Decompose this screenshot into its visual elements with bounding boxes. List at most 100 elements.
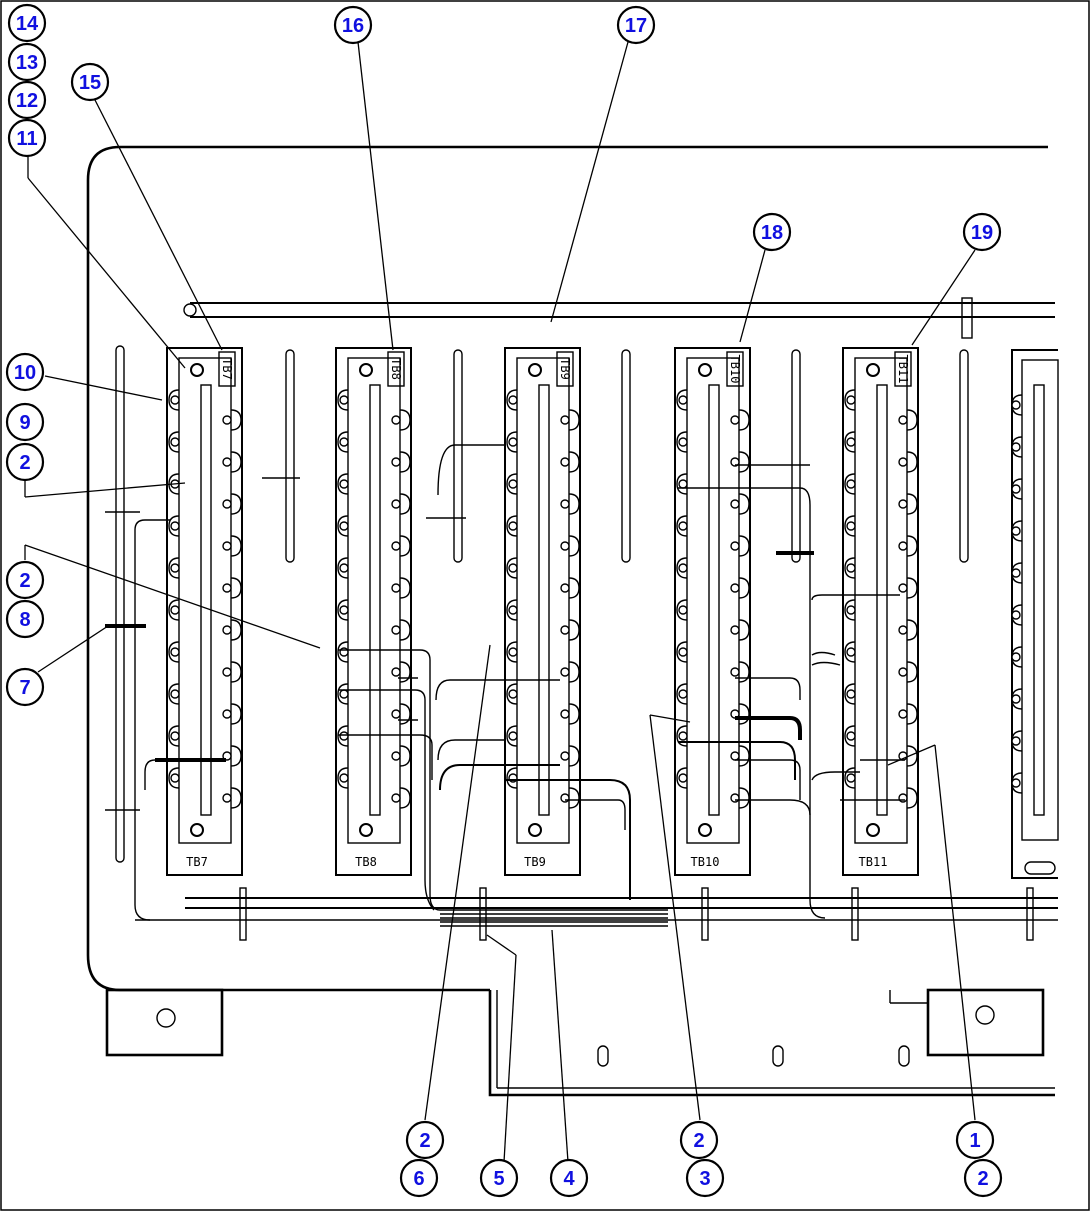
terminal-screw-icon — [678, 479, 688, 489]
callout-circle — [752, 212, 792, 252]
board-top-label: TB7 — [220, 358, 234, 380]
terminal-board-partial — [1011, 349, 1059, 879]
terminal-screw-icon — [339, 689, 349, 699]
callout-number: 14 — [16, 13, 39, 35]
terminal-lug — [738, 703, 750, 725]
terminal-screw-icon — [170, 773, 180, 783]
terminal-screw-icon — [730, 499, 740, 509]
mounting-screw-icon — [190, 823, 204, 837]
callout-2: 2 — [679, 1120, 719, 1160]
board-top-label: TB11 — [896, 355, 910, 384]
terminal-lug — [568, 787, 580, 809]
terminal-lug — [506, 557, 518, 579]
terminal-lug — [738, 619, 750, 641]
terminal-screw-icon — [508, 395, 518, 405]
terminal-lug — [230, 577, 242, 599]
callout-number: 2 — [19, 570, 30, 592]
terminal-screw-icon — [678, 773, 688, 783]
terminal-lug — [738, 493, 750, 515]
callout-15: 15 — [70, 62, 110, 102]
terminal-lug — [906, 493, 918, 515]
terminal-lug — [399, 745, 411, 767]
terminal-lug — [568, 577, 580, 599]
callout-number: 1 — [969, 1130, 980, 1152]
left-mounting-foot — [105, 988, 224, 1057]
terminal-lug — [676, 641, 688, 663]
terminal-screw-icon — [339, 563, 349, 573]
terminal-screw-icon — [508, 647, 518, 657]
terminal-lug — [337, 431, 349, 453]
board-top-label: TB10 — [728, 355, 742, 384]
mounting-screw-icon — [359, 823, 373, 837]
callout-circle — [5, 599, 45, 639]
terminal-screw-icon — [222, 625, 232, 635]
callout-6: 6 — [399, 1158, 439, 1198]
terminal-screw-icon — [1011, 568, 1021, 578]
terminal-screw-icon — [846, 437, 856, 447]
terminal-screw-icon — [222, 583, 232, 593]
cabinet-lower-rail — [488, 990, 1055, 1097]
callout-13: 13 — [7, 42, 47, 82]
callout-number: 18 — [761, 222, 783, 244]
callout-number: 6 — [413, 1168, 424, 1190]
board-bottom-label: TB7 — [186, 855, 208, 869]
terminal-screw-icon — [678, 563, 688, 573]
terminal-screw-icon — [898, 793, 908, 803]
callout-circle — [333, 5, 373, 45]
terminal-screw-icon — [170, 605, 180, 615]
callout-2: 2 — [5, 442, 45, 482]
terminal-lug — [568, 493, 580, 515]
callout-circle — [5, 402, 45, 442]
callout-number: 8 — [19, 609, 30, 631]
callout-circle — [5, 442, 45, 482]
callout-circle — [405, 1120, 445, 1160]
terminal-screw-icon — [339, 647, 349, 657]
callout-circle — [679, 1120, 719, 1160]
terminal-lug — [844, 641, 856, 663]
terminal-screw-icon — [1011, 400, 1021, 410]
terminal-screw-icon — [170, 647, 180, 657]
right-mounting-foot — [926, 988, 1045, 1057]
terminal-screw-icon — [391, 457, 401, 467]
terminal-lug — [230, 619, 242, 641]
terminal-screw-icon — [846, 521, 856, 531]
terminal-lug — [676, 599, 688, 621]
terminal-screw-icon — [391, 667, 401, 677]
terminal-screw-icon — [222, 709, 232, 719]
callout-number: 7 — [19, 677, 30, 699]
callout-number: 15 — [79, 72, 101, 94]
terminal-lug — [168, 389, 180, 411]
board-bottom-label: TB8 — [355, 855, 377, 869]
terminal-screw-icon — [730, 667, 740, 677]
terminal-lug — [399, 493, 411, 515]
terminal-screw-icon — [508, 731, 518, 741]
terminal-lug — [337, 599, 349, 621]
terminal-lug — [399, 451, 411, 473]
terminal-lug — [738, 577, 750, 599]
terminal-lug — [168, 515, 180, 537]
board-outline — [842, 347, 919, 876]
terminal-lug — [399, 703, 411, 725]
terminal-lug — [168, 599, 180, 621]
board-strip — [516, 357, 570, 844]
terminal-lug — [676, 767, 688, 789]
terminal-lug — [506, 515, 518, 537]
callout-number: 2 — [419, 1130, 430, 1152]
mounting-screw-icon — [528, 823, 542, 837]
terminal-screw-icon — [730, 793, 740, 803]
terminal-lug — [399, 577, 411, 599]
terminal-screw-icon — [846, 647, 856, 657]
terminal-screw-icon — [508, 605, 518, 615]
terminal-screw-icon — [391, 583, 401, 593]
callout-number: 9 — [19, 412, 30, 434]
vertical-standoffs — [262, 349, 969, 563]
terminal-lug — [844, 725, 856, 747]
terminal-lug — [568, 409, 580, 431]
callout-16: 16 — [333, 5, 373, 45]
callout-circle — [955, 1120, 995, 1160]
terminal-lug — [676, 725, 688, 747]
leader-lines — [24, 41, 976, 1163]
callout-circle — [7, 3, 47, 43]
